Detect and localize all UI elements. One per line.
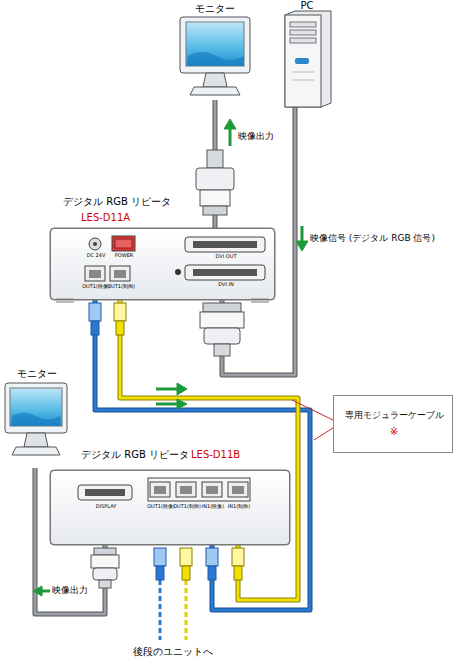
node-text: DVI IN: [218, 282, 233, 288]
node-text: DVI OUT: [216, 254, 237, 260]
node-text: DISPLAY: [96, 504, 117, 510]
device-node: デジタル RGB リピータLES-D11BDISPLAYOUT1(映像)OUT1…: [50, 470, 290, 545]
dvi-plug: [196, 150, 234, 215]
device-node: PC: [280, 0, 335, 107]
node-title: PC: [300, 0, 313, 12]
modular-plug: [154, 548, 244, 580]
monitor-icon: [180, 17, 250, 95]
repeater-unit: [50, 470, 290, 545]
node-text: OUT1(映像): [82, 284, 110, 290]
annotation-label: 映像出力: [238, 131, 274, 141]
node-text: IN1(映像): [202, 504, 224, 510]
device-node: モニター: [2, 368, 72, 468]
node-title: モニター: [195, 3, 235, 15]
node-text: OUT1(制御): [173, 504, 201, 510]
node-text: LES-D11A: [81, 212, 130, 224]
monitor-icon: [5, 383, 67, 455]
node-text: OUT1(映像): [147, 504, 175, 510]
dvi-plug: [200, 303, 244, 356]
dvi-plug: [91, 548, 119, 588]
repeater-unit: [50, 228, 275, 303]
node-title: 専用モジュラーケーブル: [345, 410, 444, 420]
node-text: POWER: [115, 253, 134, 259]
callout-box: 専用モジュラーケーブル ※: [333, 395, 453, 453]
node-text: IN1(制御): [228, 504, 250, 510]
modular-plug: [89, 303, 126, 335]
node-text: DC 24V: [87, 253, 106, 259]
node-text: ※: [390, 426, 398, 438]
node-title: デジタル RGB リピータ: [63, 196, 171, 208]
annotation-label: 映像信号 (デジタル RGB 信号): [310, 233, 435, 243]
continued-cable: [160, 580, 186, 640]
node-title: デジタル RGB リピータ: [81, 449, 189, 461]
annotation-label: 後段のユニットへ: [133, 646, 213, 658]
node-text: LES-D11B: [191, 449, 240, 461]
pc-tower-icon: [285, 11, 331, 107]
signal-arrow: [33, 119, 308, 596]
device-node: モニター: [175, 3, 255, 100]
node-title: モニター: [17, 368, 57, 380]
leader-line: [292, 400, 333, 440]
node-text: OUT1(制御): [107, 284, 135, 290]
annotation-label: 映像出力: [52, 585, 88, 595]
device-node: デジタル RGB リピータLES-D11ADC 24VPOWERDVI OUTD…: [50, 228, 275, 300]
